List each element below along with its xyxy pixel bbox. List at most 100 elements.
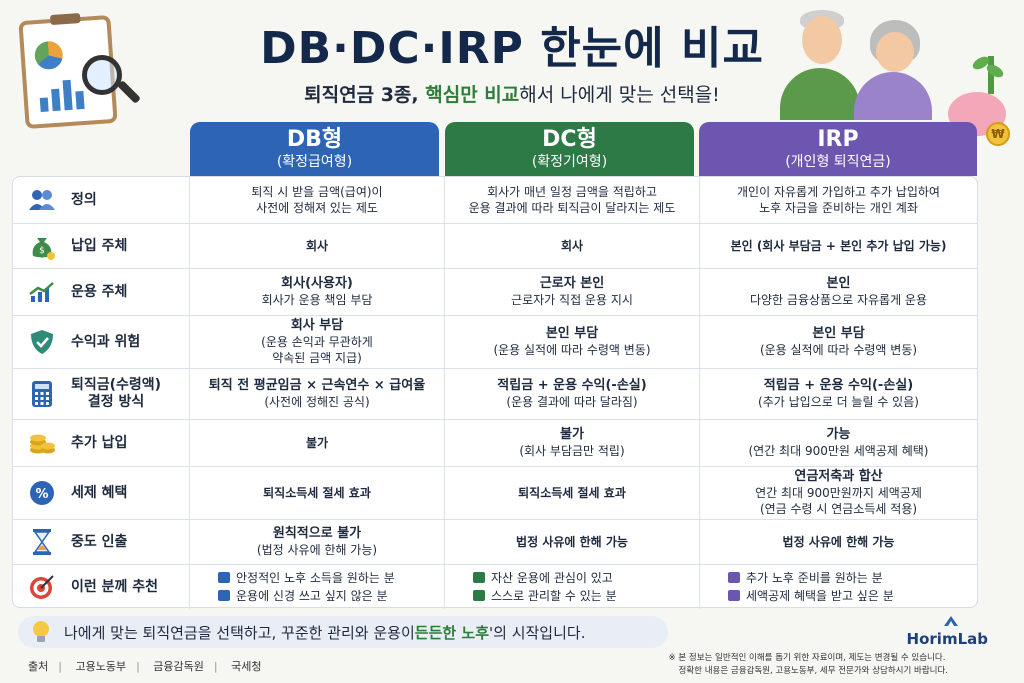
recommendation-item: 스스로 관리할 수 있는 분 bbox=[473, 588, 617, 604]
cell-sub-text: 노후 자금을 준비하는 개인 계좌 bbox=[759, 201, 918, 215]
cell-sub-text: 개인이 자유롭게 가입하고 추가 납입하여 bbox=[737, 185, 940, 199]
cell-main-text: 원칙적으로 불가 bbox=[272, 526, 362, 541]
thumbs-up-icon bbox=[218, 572, 230, 583]
row-label: 운용 주체 bbox=[71, 283, 128, 300]
magnifier-icon bbox=[82, 55, 122, 95]
row-label-cell: %세제 혜택 bbox=[13, 467, 189, 519]
cell-main-text: 본인 부담 bbox=[812, 326, 865, 341]
cell-dc: 불가 (회사 부담금만 적립) bbox=[444, 420, 699, 466]
comparison-table: DB형 (확정급여형) DC형 (확정기여형) IRP (개인형 퇴직연금) 정… bbox=[12, 122, 978, 609]
cell-sub-text: (운용 실적에 따라 수령액 변동) bbox=[493, 343, 651, 357]
cell-irp: 본인 (회사 부담금 + 본인 추가 납입 가능) bbox=[699, 224, 977, 268]
coins-icon bbox=[27, 428, 57, 458]
cell-sub-text: 퇴직 시 받을 금액(급여)이 bbox=[251, 185, 383, 199]
hourglass-icon bbox=[27, 527, 57, 557]
cell-main-text: 법정 사유에 한해 가능 bbox=[516, 535, 628, 549]
cell-sub-text: (운용 손익과 무관하게 bbox=[261, 335, 373, 349]
cell-sub-text: 운용 결과에 따라 퇴직금이 달라지는 제도 bbox=[468, 201, 676, 215]
row-label-cell: $납입 주체 bbox=[13, 224, 189, 268]
cell-sub-text: 다양한 금융상품으로 자유롭게 운용 bbox=[749, 293, 928, 307]
row-label: 이런 분께 추천 bbox=[71, 578, 159, 595]
lightbulb-icon bbox=[33, 621, 49, 642]
row-label-cell: 중도 인출 bbox=[13, 520, 189, 564]
row-label-cell: 수익과 위험 bbox=[13, 316, 189, 368]
money-bag-icon: $ bbox=[27, 231, 57, 261]
cell-db: 퇴직 전 평균임금 × 근속연수 × 급여율(사전에 정해진 공식) bbox=[189, 369, 444, 419]
cell-main-text: 법정 사유에 한해 가능 bbox=[782, 535, 895, 549]
cell-main-text: 불가 bbox=[305, 436, 329, 450]
cell-main-text: 불가 bbox=[560, 427, 584, 442]
table-row: 퇴직금(수령액) 결정 방식 퇴직 전 평균임금 × 근속연수 × 급여율(사전에… bbox=[13, 369, 977, 420]
cell-sub-text: (운용 결과에 따라 달라짐) bbox=[506, 395, 638, 409]
page-subtitle: 퇴직연금 3종, 핵심만 비교해서 나에게 맞는 선택을! bbox=[304, 84, 720, 106]
cell-db: 퇴직소득세 절세 효과 bbox=[189, 467, 444, 519]
cell-sub-text: (운용 실적에 따라 수령액 변동) bbox=[759, 343, 918, 357]
thumbs-up-icon bbox=[728, 590, 740, 601]
percent-icon: % bbox=[27, 478, 57, 508]
calculator-icon bbox=[27, 379, 57, 409]
disclaimer-note: ※ 본 정보는 일반적인 이해를 돕기 위한 자료이며, 제도는 변경될 수 있… bbox=[668, 653, 948, 676]
recommendation-item: 운용에 신경 쓰고 싶지 않은 분 bbox=[218, 588, 388, 604]
svg-text:%: % bbox=[35, 487, 48, 502]
cell-sub-text: 회사가 매년 일정 금액을 적립하고 bbox=[487, 185, 657, 199]
senior-couple-illustration bbox=[774, 6, 954, 120]
recommendation-item: 안정적인 노후 소득을 원하는 분 bbox=[218, 570, 395, 586]
row-label-cell: 추가 납입 bbox=[13, 420, 189, 466]
cell-dc: 퇴직소득세 절세 효과 bbox=[444, 467, 699, 519]
cell-sub-text: (사전에 정해진 공식) bbox=[264, 395, 370, 409]
cell-db: 원칙적으로 불가 (법정 사유에 한해 가능) bbox=[189, 520, 444, 564]
footer-banner: 나에게 맞는 퇴직연금을 선택하고, 꾸준한 관리와 운용이 든든한 노후'의 … bbox=[18, 616, 668, 648]
cell-db: 불가 bbox=[189, 420, 444, 466]
cell-dc: 적립금 + 운용 수익(-손실) (운용 결과에 따라 달라짐) bbox=[444, 369, 699, 419]
row-label-cell: 운용 주체 bbox=[13, 269, 189, 315]
row-label-cell: 정의 bbox=[13, 177, 189, 223]
svg-text:$: $ bbox=[39, 246, 45, 256]
cell-sub-text: (연금 수령 시 연금소득세 적용) bbox=[759, 502, 918, 516]
column-header-db: DB형 (확정급여형) bbox=[190, 122, 439, 176]
row-label: 중도 인출 bbox=[71, 533, 128, 550]
page-title: DB·DC·IRP 한눈에 비교 bbox=[260, 23, 764, 74]
cell-main-text: 본인 부담 bbox=[545, 326, 599, 341]
brand-name: HorimLab bbox=[906, 630, 988, 648]
table-row: 중도 인출 원칙적으로 불가 (법정 사유에 한해 가능) 법정 사유에 한해 가능 법… bbox=[13, 520, 977, 565]
cell-sub-text: (회사 부담금만 적립) bbox=[519, 444, 625, 458]
recommendation-item: 자산 운용에 관심이 있고 bbox=[473, 570, 613, 586]
cell-main-text: 퇴직소득세 절세 효과 bbox=[518, 486, 626, 500]
row-label: 퇴직금(수령액) 결정 방식 bbox=[71, 377, 162, 410]
cell-irp: 적립금 + 운용 수익(-손실)(추가 납입으로 더 늘릴 수 있음) bbox=[699, 369, 977, 419]
cell-dc: 회사 bbox=[444, 224, 699, 268]
cell-sub-text: (법정 사유에 한해 가능) bbox=[256, 543, 378, 557]
thumbs-up-icon bbox=[728, 572, 740, 583]
cell-main-text: 근로자 본인 bbox=[539, 276, 605, 291]
target-icon bbox=[27, 572, 57, 602]
brand-logo-icon bbox=[944, 616, 958, 626]
cell-sub-text: 근로자가 직접 운용 지시 bbox=[511, 293, 633, 307]
sources: 출처| 고용노동부| 금융감독원| 국세청 bbox=[28, 660, 262, 673]
cell-main-text: 본인 (회사 부담금 + 본인 추가 납입 가능) bbox=[730, 239, 947, 253]
row-label-cell: 퇴직금(수령액) 결정 방식 bbox=[13, 369, 189, 419]
growth-chart-icon bbox=[27, 277, 57, 307]
cell-sub-text: 연간 최대 900만원까지 세액공제 bbox=[755, 486, 922, 500]
people-icon bbox=[27, 185, 57, 215]
cell-main-text: 적립금 + 운용 수익(-손실) bbox=[497, 378, 647, 393]
cell-sub-text: (추가 납입으로 더 늘릴 수 있음) bbox=[758, 395, 919, 409]
cell-irp: 법정 사유에 한해 가능 bbox=[699, 520, 977, 564]
recommendation-item: 세액공제 혜택을 받고 싶은 분 bbox=[728, 588, 894, 604]
cell-main-text: 퇴직소득세 절세 효과 bbox=[263, 486, 371, 500]
